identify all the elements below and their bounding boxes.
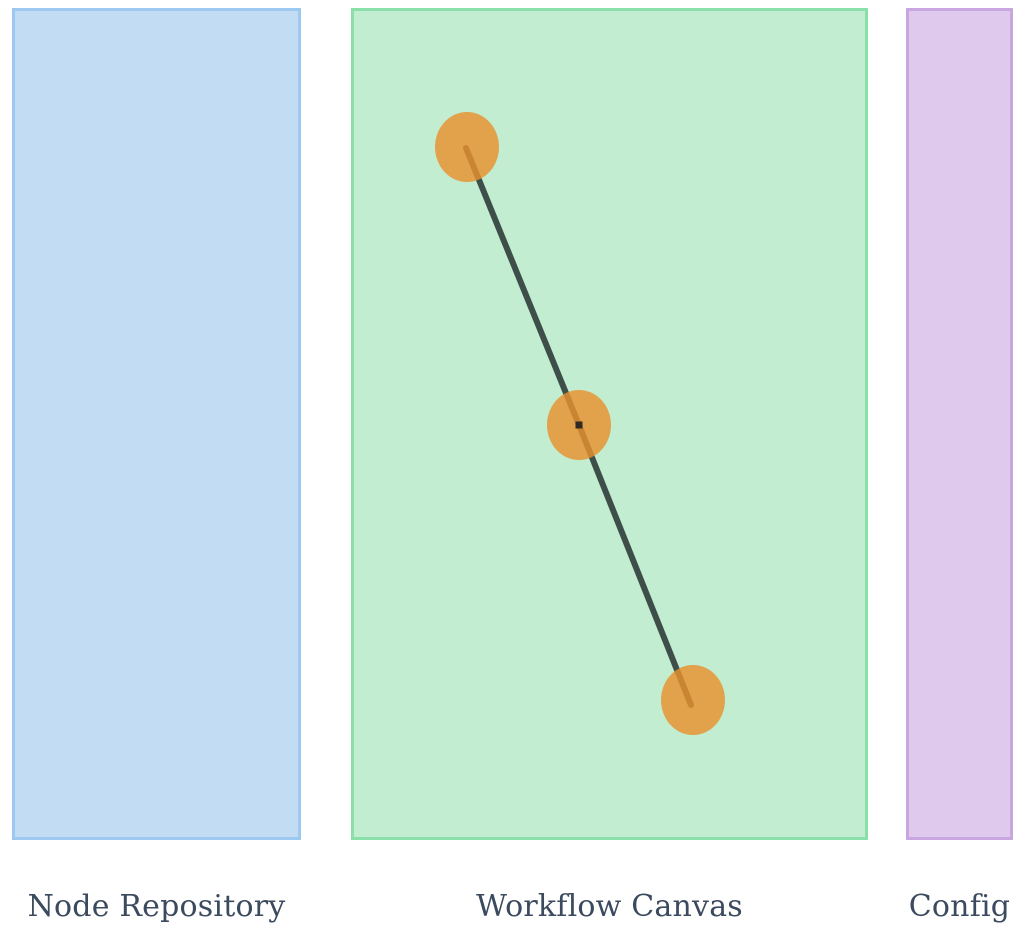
panel-label-node-repository: Node Repository — [27, 889, 286, 924]
panel-node-repository[interactable] — [12, 8, 301, 840]
panel-label-config: Config — [908, 889, 1011, 924]
panel-workflow-canvas[interactable] — [351, 8, 868, 840]
panel-label-workflow-canvas: Workflow Canvas — [476, 889, 743, 924]
panel-config[interactable] — [906, 8, 1013, 840]
